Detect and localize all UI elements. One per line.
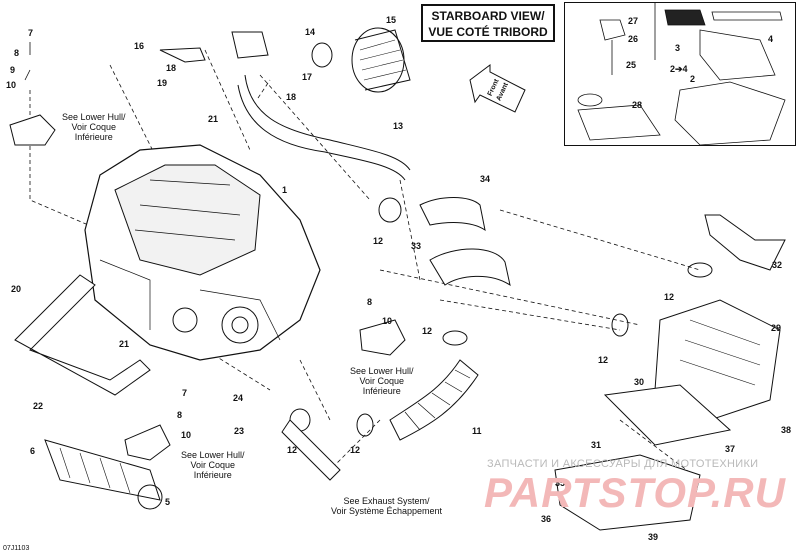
view-label: STARBOARD VIEW/ VUE COTÉ TRIBORD <box>421 4 555 42</box>
view-label-line2: VUE COTÉ TRIBORD <box>428 25 548 39</box>
ref-line: Voir Coque <box>71 122 117 132</box>
callout-6: 6 <box>30 446 36 456</box>
bracket-39 <box>554 454 701 531</box>
callout-20: 20 <box>11 284 22 294</box>
callout-17: 17 <box>302 72 313 82</box>
callout-11: 11 <box>472 426 482 436</box>
callout-10b: 10 <box>382 316 393 326</box>
manifold-6 <box>44 439 163 510</box>
callout-18a: 18 <box>166 63 177 73</box>
ref-line: See Lower Hull/ <box>62 112 126 122</box>
callout-3: 3 <box>675 43 681 53</box>
callout-24: 24 <box>233 393 244 403</box>
callout-27: 27 <box>628 16 639 26</box>
callout-5: 5 <box>165 497 171 507</box>
front-arrow-shape <box>469 64 526 113</box>
callout-28: 28 <box>632 100 643 110</box>
callout-10c: 10 <box>181 430 192 440</box>
callout-12e: 12 <box>350 445 361 455</box>
ref-line: See Lower Hull/ <box>181 450 245 460</box>
intake-hose-13 <box>244 74 411 171</box>
reference-lower-hull-3: See Lower Hull/ Voir Coque Inférieure <box>181 450 245 480</box>
callout-38: 38 <box>781 425 792 435</box>
ref-line: See Exhaust System/ <box>343 496 430 506</box>
document-id: 07J1103 <box>3 545 30 552</box>
callout-8b: 8 <box>367 297 373 307</box>
hose-20 <box>14 274 151 396</box>
callout-9: 9 <box>10 65 16 75</box>
hose-33 <box>429 248 511 287</box>
callout-7b: 7 <box>182 388 188 398</box>
callout-32: 32 <box>772 260 783 270</box>
ref-line: Voir Système Échappement <box>331 506 443 516</box>
bracket-32 <box>704 214 786 271</box>
callout-39: 39 <box>648 532 659 542</box>
reference-lower-hull-2: See Lower Hull/ Voir Coque Inférieure <box>350 366 414 396</box>
engine-block-1 <box>84 144 321 361</box>
ref-line: Inférieure <box>362 386 401 396</box>
watermark-text: ЗАПЧАСТИ И АКСЕССУАРЫ ДЛЯ МОТОТЕХНИКИ <box>487 458 759 470</box>
callout-12a: 12 <box>373 236 384 246</box>
callout-8c: 8 <box>177 410 183 420</box>
callout-33: 33 <box>411 241 422 251</box>
inset-drawings <box>577 2 786 146</box>
callout-2-to-4: 2➔4 <box>670 64 688 74</box>
callout-29: 29 <box>771 323 782 333</box>
watermark-brand: PARTSTOP.RU <box>484 469 786 516</box>
callout-21a: 21 <box>208 114 219 124</box>
callout-2: 2 <box>690 74 696 84</box>
callout-37: 37 <box>725 444 736 454</box>
ref-line: Voir Coque <box>359 376 405 386</box>
ref-line: Voir Coque <box>190 460 236 470</box>
callout-36: 36 <box>541 514 552 524</box>
callout-8a: 8 <box>14 48 20 58</box>
callout-30: 30 <box>634 377 645 387</box>
ref-line: Inférieure <box>193 470 232 480</box>
callout-34: 34 <box>480 174 491 184</box>
hose-34 <box>419 197 486 232</box>
clamp-14 <box>311 42 333 68</box>
callout-4: 4 <box>768 34 774 44</box>
callout-18b: 18 <box>286 92 297 102</box>
callout-22: 22 <box>33 401 44 411</box>
callout-23: 23 <box>234 426 245 436</box>
callout-7a: 7 <box>28 28 34 38</box>
inset-detail-box <box>564 2 796 146</box>
callout-16: 16 <box>134 41 145 51</box>
callout-12d: 12 <box>598 355 609 365</box>
bracket-16 <box>159 47 206 63</box>
callout-14: 14 <box>305 27 316 37</box>
callout-31: 31 <box>591 440 602 450</box>
ref-line: See Lower Hull/ <box>350 366 414 376</box>
callout-1: 1 <box>282 185 288 195</box>
reference-lower-hull-1: See Lower Hull/ Voir Coque Inférieure <box>62 112 126 142</box>
callout-15: 15 <box>386 15 397 25</box>
callout-25: 25 <box>626 60 637 70</box>
callout-21b: 21 <box>119 339 130 349</box>
plate-30 <box>603 384 732 446</box>
tube-23 <box>281 419 341 481</box>
callout-26: 26 <box>628 34 639 44</box>
ref-line: Inférieure <box>74 132 113 142</box>
callout-12c: 12 <box>664 292 675 302</box>
view-label-line1: STARBOARD VIEW/ <box>431 9 545 23</box>
air-filter-15 <box>351 27 411 93</box>
callout-13: 13 <box>393 121 404 131</box>
callout-35: 35 <box>555 478 566 488</box>
callout-10a: 10 <box>6 80 17 90</box>
mount-right <box>359 319 406 356</box>
reference-exhaust: See Exhaust System/ Voir Système Échappe… <box>331 496 442 516</box>
mount-10-left <box>9 114 56 146</box>
callout-19: 19 <box>157 78 168 88</box>
callout-12f: 12 <box>287 445 298 455</box>
callout-12b: 12 <box>422 326 433 336</box>
mount-lower <box>124 424 171 461</box>
